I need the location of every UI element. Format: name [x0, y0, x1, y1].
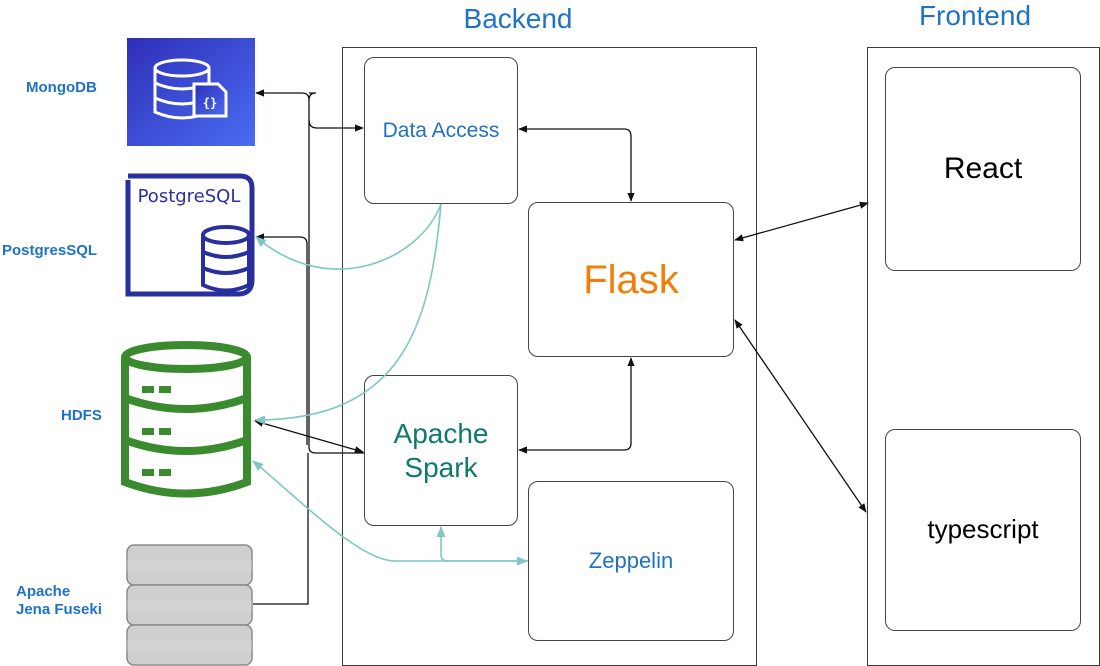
mongodb-data-access-arrow	[255, 89, 364, 454]
svg-text:{}: {}	[203, 96, 217, 110]
backend-title: Backend	[463, 3, 573, 34]
postgresql-logo-text: PostgreSQL	[138, 186, 241, 207]
spark-flask-arrow	[518, 357, 635, 454]
data-access-box[interactable]: Data Access	[364, 57, 518, 204]
typescript-label: typescript	[927, 514, 1039, 545]
react-label: React	[943, 152, 1023, 185]
zeppelin-label: Zeppelin	[588, 547, 674, 573]
hdfs-icon	[121, 341, 251, 498]
jena-fuseki-icon	[126, 544, 253, 666]
zeppelin-box[interactable]: Zeppelin	[528, 481, 734, 641]
jena-fuseki-label: Apache Jena Fuseki	[16, 583, 102, 618]
data-access-hdfs-curve	[253, 203, 442, 425]
apache-spark-label: Apache Spark	[393, 417, 489, 483]
postgres-label: PostgresSQL	[2, 242, 98, 259]
apache-spark-box[interactable]: Apache Spark	[364, 375, 518, 526]
data-access-postgres-curve	[255, 203, 442, 270]
data-access-label: Data Access	[382, 118, 500, 142]
jena-fuseki-line	[253, 453, 309, 605]
zeppelin-hdfs-curve	[252, 460, 528, 562]
mongodb-label: MongoDB	[26, 79, 97, 96]
flask-box[interactable]: Flask	[528, 202, 734, 357]
mongodb-icon: {}	[127, 38, 255, 146]
postgres-trunk	[299, 236, 308, 445]
flask-react-arrow	[734, 201, 869, 242]
hdfs-spark-arrow	[254, 419, 364, 454]
postgresql-icon: PostgreSQL	[125, 173, 255, 297]
react-box[interactable]: React	[885, 67, 1081, 271]
data-access-flask-arrow	[518, 125, 635, 202]
flask-typescript-arrow	[734, 319, 867, 513]
typescript-box[interactable]: typescript	[885, 429, 1081, 631]
frontend-title: Frontend	[918, 0, 1032, 31]
hdfs-label: HDFS	[61, 407, 102, 424]
zeppelin-spark-arrow	[436, 525, 529, 566]
data-access-bracket-line	[308, 92, 363, 128]
flask-label: Flask	[583, 257, 679, 302]
